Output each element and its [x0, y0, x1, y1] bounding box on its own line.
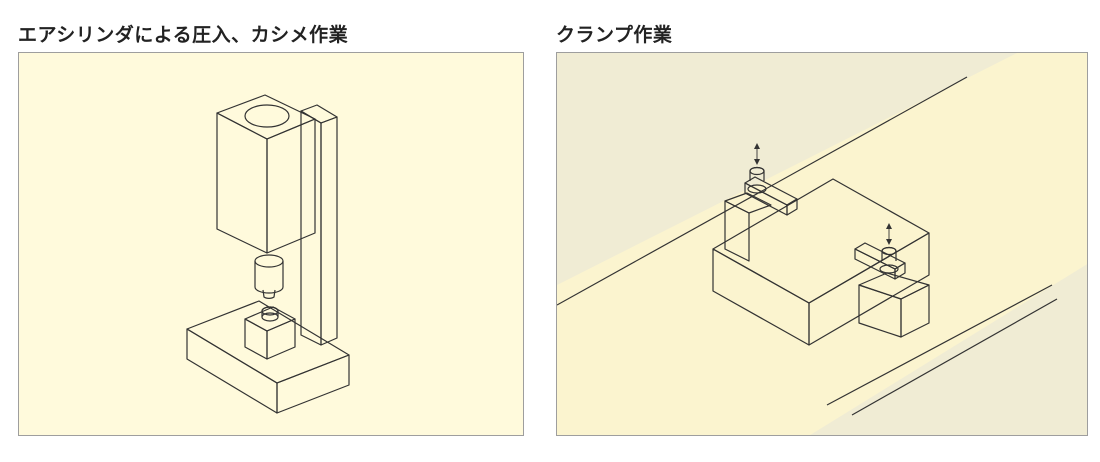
clamp-support-block-left [724, 192, 772, 262]
clamp-arm-left [744, 166, 798, 216]
base-plate [186, 300, 350, 414]
press-fit-panel [18, 52, 524, 436]
stripe-edge-line [557, 76, 968, 306]
clamp-illustration [557, 53, 1087, 435]
workpiece-block [244, 306, 296, 360]
workpiece [712, 178, 930, 346]
air-cylinder-body [216, 94, 316, 254]
air-cylinder-press-illustration [19, 53, 523, 435]
clamp-arrow-right [886, 223, 892, 245]
clamp-arrow-left [754, 143, 760, 165]
work-stripe [557, 53, 1087, 435]
stripe-edge-line [826, 284, 1053, 406]
press-fit-title: エアシリンダによる圧入、カシメ作業 [18, 24, 349, 46]
clamp-support-block-right [858, 272, 930, 338]
cylinder-rod [254, 254, 284, 299]
clamp-panel [556, 52, 1088, 436]
stripe-edge-line [851, 298, 1058, 416]
clamp-arm-right [854, 242, 906, 280]
clamp-title: クランプ作業 [556, 24, 673, 46]
